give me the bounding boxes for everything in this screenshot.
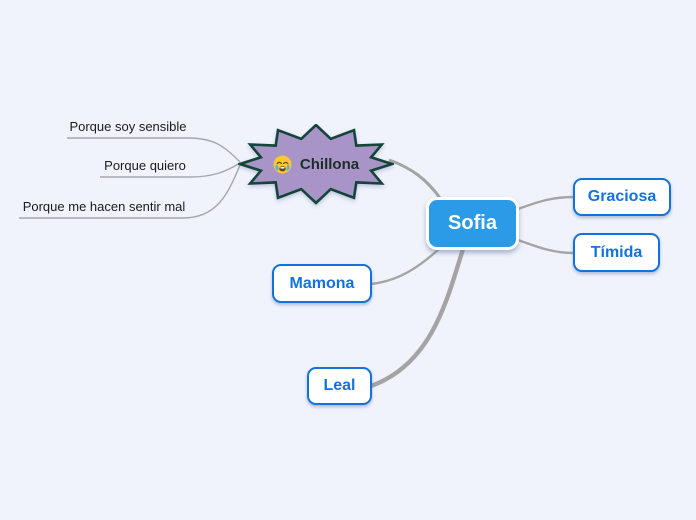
node-label-timida: Tímida [590, 243, 643, 261]
crying-emoji-icon [273, 155, 292, 174]
branch-chillona-root [388, 158, 442, 199]
node-label-mamona: Mamona [289, 274, 355, 292]
branch-root-leal [370, 248, 466, 389]
branch-root-mamona [370, 248, 440, 286]
node-leal[interactable]: Leal [307, 367, 372, 405]
child-node-porque-quiero[interactable]: Porque quiero [104, 158, 186, 173]
root-node-sofia[interactable]: Sofia [426, 197, 519, 250]
node-label-leal: Leal [323, 377, 356, 394]
node-mamona[interactable]: Mamona [272, 264, 372, 303]
branch-root-timida [517, 238, 575, 255]
branch-root-graciosa [517, 195, 575, 211]
starburst-shape [238, 124, 394, 205]
node-graciosa[interactable]: Graciosa [573, 178, 671, 216]
node-label-graciosa: Graciosa [587, 188, 657, 205]
node-label-chillona: Chillona [299, 156, 360, 173]
root-node-label: Sofia [448, 212, 497, 234]
node-timida[interactable]: Tímida [573, 233, 660, 272]
child-node-porque-soy-sensible[interactable]: Porque soy sensible [69, 119, 187, 134]
node-chillona[interactable]: Chillona [238, 124, 394, 205]
child-node-porque-me-hacen-sentir-mal[interactable]: Porque me hacen sentir mal [22, 199, 186, 214]
